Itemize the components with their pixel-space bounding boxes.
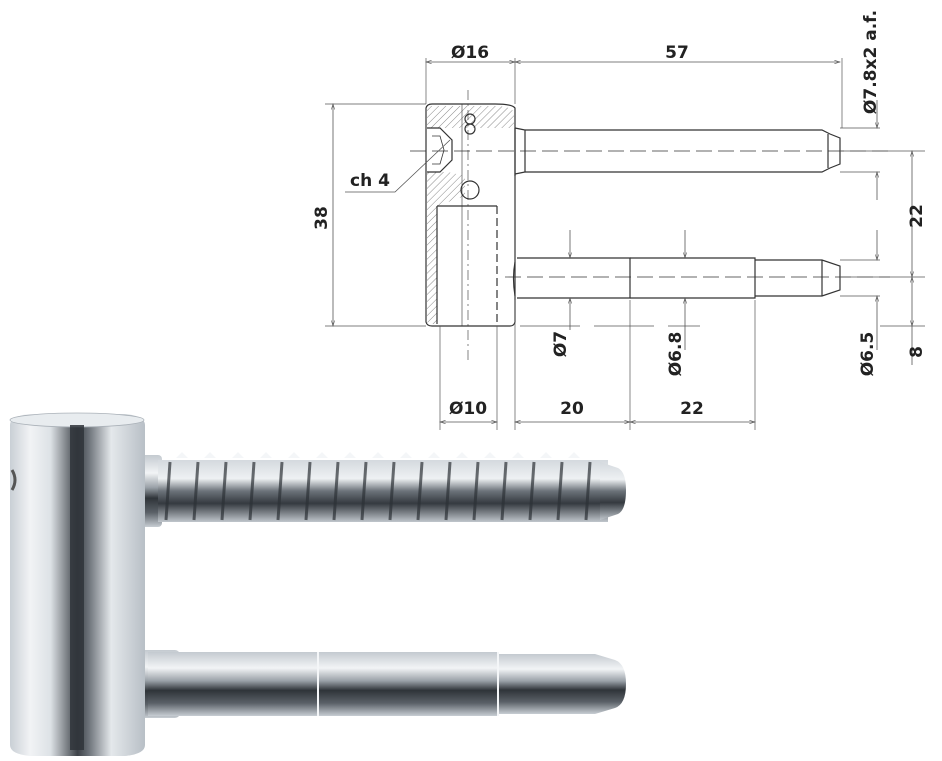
label-bottom-offset: 8 [907,346,927,358]
pin-drawing [505,257,890,299]
hinge-body-section [425,90,516,360]
photo-hinge-body [9,412,145,756]
label-pin-diameter-3: Ø6.5 [858,332,878,377]
label-pin-seg1-length: 20 [560,399,584,419]
photo-threaded-screw [132,452,626,527]
label-pin-spacing: 22 [907,204,927,228]
label-total-height: 38 [312,206,332,230]
dimension-lines [333,62,912,422]
label-pin-diameter-2: Ø6.8 [666,332,686,377]
label-thread-spec: Ø7.8x2 a.f. [861,10,881,114]
label-hex-socket: ch 4 [350,171,390,191]
label-thread-length: 57 [665,43,689,63]
label-bore-diameter: Ø10 [449,399,487,419]
label-pin-diameter-1: Ø7 [551,331,571,357]
dimension-labels: Ø16 57 Ø7.8x2 a.f. 38 ch 4 22 8 Ø10 20 2… [312,10,927,419]
technical-drawing [325,58,925,430]
label-pin-seg2-length: 22 [680,399,704,419]
extension-lines [325,58,925,430]
photo-stepped-pin [140,650,626,718]
product-photo [9,412,626,756]
label-head-diameter: Ø16 [451,43,489,63]
